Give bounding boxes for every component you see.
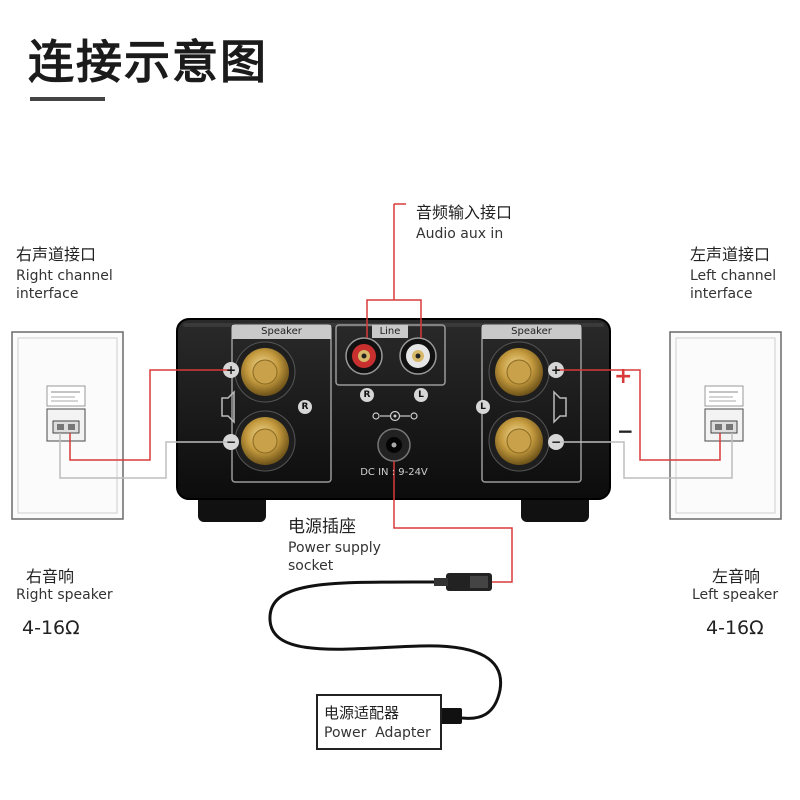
left-negative-wire: [556, 433, 733, 479]
right-speaker-label-en: Right speaker: [16, 587, 113, 603]
power-socket-label-en-1: Power supply: [288, 540, 381, 556]
polarity-minus-marker: −: [617, 419, 634, 443]
left-interface-label-zh: 左声道接口: [690, 245, 771, 264]
left-channel-badge: L: [480, 402, 486, 412]
audio-in-pointer: [366, 203, 422, 338]
right-interface-label-en-2: interface: [16, 286, 79, 302]
audio-in-label: 音频输入接口 Audio aux in: [416, 199, 512, 243]
dc-plug: [434, 573, 492, 591]
right-speaker-cabinet: [11, 331, 124, 520]
page-title: 连接示意图: [28, 35, 268, 89]
audio-in-label-en: Audio aux in: [416, 226, 504, 242]
dc-in-label: DC IN : 9-24V: [360, 467, 428, 478]
power-adapter-box: 电源适配器 Power Adapter: [316, 694, 442, 750]
right-interface-label: 右声道接口 Right channel interface: [16, 241, 113, 303]
power-adapter-label-en: Power Adapter: [324, 725, 431, 741]
right-channel-badge: R: [301, 402, 309, 412]
left-positive-wire: [556, 369, 721, 461]
power-socket-label: 电源插座 Power supply socket: [288, 512, 381, 575]
right-minus-badge: −: [225, 435, 237, 449]
right-negative-wire: [59, 433, 231, 479]
left-plus-badge: +: [550, 363, 562, 377]
power-adapter-label-zh: 电源适配器: [324, 704, 400, 722]
speaker-label-left-channel: Speaker: [511, 326, 552, 337]
left-interface-label-en-2: interface: [690, 286, 753, 302]
power-socket-label-en-2: socket: [288, 558, 334, 574]
line-input-label: Line: [379, 326, 401, 337]
left-speaker-label-zh: 左音响: [712, 567, 761, 586]
amplifier-back-panel: [176, 318, 611, 522]
left-speaker-label-en: Left speaker: [692, 587, 779, 603]
right-plus-badge: +: [225, 363, 237, 377]
power-pointer-line: [393, 461, 513, 583]
speaker-label-right-channel: Speaker: [261, 326, 302, 337]
right-speaker-impedance: 4-16Ω: [22, 617, 80, 639]
power-socket-label-zh: 电源插座: [288, 517, 356, 537]
adapter-cable: [268, 580, 503, 720]
jack-l-badge: L: [418, 390, 424, 400]
left-minus-badge: −: [550, 435, 562, 449]
left-interface-label-en-1: Left channel: [690, 268, 777, 284]
left-interface-label: 左声道接口 Left channel interface: [690, 241, 776, 303]
audio-in-label-zh: 音频输入接口: [416, 203, 513, 222]
left-speaker-impedance: 4-16Ω: [706, 617, 764, 639]
left-speaker-cabinet: [669, 331, 782, 520]
adapter-connector: [440, 708, 462, 724]
title-underline: [30, 97, 105, 101]
jack-r-badge: R: [363, 390, 371, 400]
right-positive-wire: [69, 369, 231, 461]
right-interface-label-zh: 右声道接口: [16, 245, 97, 264]
right-interface-label-en-1: Right channel: [16, 268, 113, 284]
right-speaker-label-zh: 右音响: [26, 567, 75, 586]
polarity-plus-marker: +: [614, 364, 633, 389]
